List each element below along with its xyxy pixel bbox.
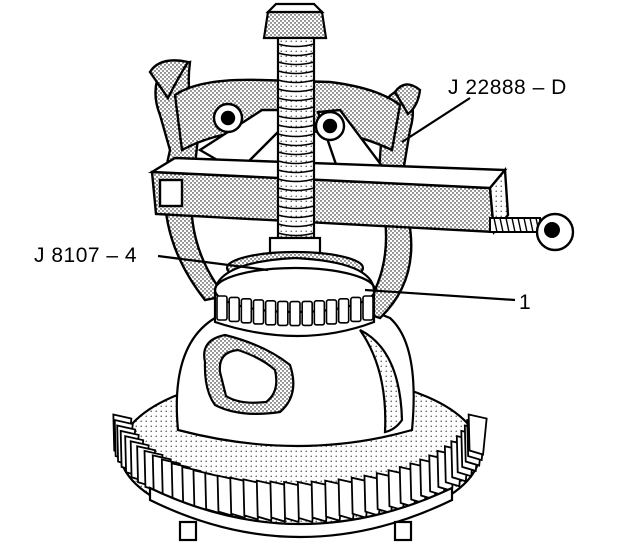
side-screw-thread	[505, 217, 510, 233]
screw-thread	[277, 70, 315, 75]
leader-line-adapter	[157, 254, 269, 272]
bearing-roller	[264, 300, 277, 326]
bearing-roller	[216, 295, 228, 321]
bearing-roller	[350, 296, 362, 323]
screw-thread	[277, 61, 315, 66]
side-screw-thread	[493, 217, 498, 233]
label-puller: J 22888 – D	[448, 76, 567, 99]
label-adapter: J 8107 – 4	[34, 244, 138, 267]
bearing-roller	[313, 300, 326, 326]
bearing-assembly	[213, 250, 377, 338]
side-screw-thread	[511, 217, 516, 233]
side-screw	[489, 212, 575, 252]
bearing-roller	[289, 300, 301, 327]
bearing-roller	[337, 297, 350, 324]
screw-thread	[277, 79, 315, 84]
screw-thread	[277, 88, 315, 93]
side-screw-thread	[529, 217, 534, 233]
leader-line-bearing	[364, 288, 516, 302]
screw-thread	[277, 178, 315, 183]
screw-thread	[277, 124, 315, 129]
screw-thread	[277, 196, 315, 201]
bearing-roller	[362, 295, 374, 321]
screw-thread	[277, 97, 315, 102]
bearing-roller	[240, 297, 253, 324]
screw-thread	[277, 142, 315, 147]
puller-yoke	[173, 78, 402, 178]
screw-thread	[277, 106, 315, 111]
bearing-roller	[228, 296, 240, 323]
gear-tooth	[467, 413, 488, 456]
screw-thread	[277, 169, 315, 174]
screw-thread	[277, 43, 315, 48]
puller-crossbar	[148, 156, 510, 236]
screw-thread	[277, 232, 315, 237]
leader-lines	[157, 97, 516, 302]
differential-case	[175, 297, 415, 448]
bearing-roller	[277, 300, 289, 327]
leader-line-puller	[401, 97, 471, 143]
screw-thread	[277, 151, 315, 156]
screw-thread	[277, 187, 315, 192]
screw-thread	[277, 223, 315, 228]
side-screw-thread	[523, 217, 528, 233]
screw-thread	[277, 214, 315, 219]
screw-thread	[277, 133, 315, 138]
screw-thread	[277, 115, 315, 120]
side-screw-thread	[499, 217, 504, 233]
bearing-rollers	[216, 295, 374, 327]
screw-thread	[277, 160, 315, 165]
label-bearing: 1	[519, 291, 532, 314]
bearing-roller	[252, 299, 265, 325]
bearing-roller	[301, 300, 313, 327]
bearing-roller	[325, 299, 338, 325]
side-screw-thread	[517, 217, 522, 233]
forcing-screw-threads	[277, 43, 315, 237]
screw-thread	[277, 52, 315, 57]
ring-gear-teeth	[112, 413, 488, 524]
screw-thread	[277, 205, 315, 210]
